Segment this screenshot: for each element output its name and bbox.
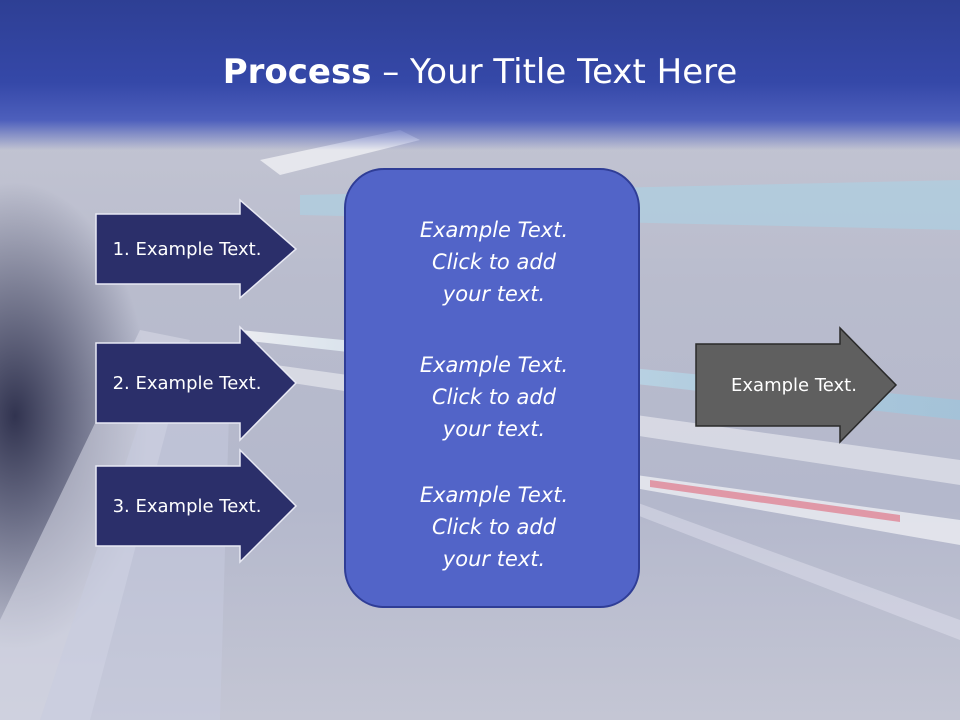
- step-arrow-2: 2. Example Text.: [94, 325, 300, 442]
- arrow-shape-icon: [95, 198, 298, 300]
- arrow-shape-icon: [695, 326, 898, 444]
- block-line: Example Text.: [419, 483, 569, 507]
- step-label: 2. Example Text.: [112, 373, 262, 394]
- block-line: your text.: [442, 547, 546, 571]
- title-rest: – Your Title Text Here: [371, 52, 738, 92]
- center-block-2: Example Text. Click to add your text.: [346, 349, 642, 445]
- title-bold: Process: [222, 52, 372, 92]
- step-label: 1. Example Text.: [112, 238, 262, 260]
- block-line: Example Text.: [419, 218, 569, 242]
- step-label: 3. Example Text.: [112, 495, 262, 517]
- output-label: Example Text.: [731, 374, 857, 396]
- center-block-3: Example Text. Click to add your text.: [346, 479, 642, 575]
- output-arrow: Example Text.: [694, 326, 900, 444]
- arrow-shape-icon: [95, 325, 298, 442]
- center-block-1: Example Text. Click to add your text.: [346, 214, 642, 310]
- block-line: Click to add: [431, 515, 556, 539]
- block-line: your text.: [442, 417, 546, 441]
- block-line: your text.: [442, 282, 546, 306]
- center-text-box[interactable]: Example Text. Click to add your text. Ex…: [344, 168, 640, 608]
- block-line: Example Text.: [419, 353, 569, 377]
- slide-title: Process – Your Title Text Here: [0, 52, 960, 92]
- title-band: [0, 0, 960, 150]
- step-arrow-1: 1. Example Text.: [94, 198, 300, 300]
- block-line: Click to add: [431, 250, 556, 274]
- arrow-shape-icon: [95, 448, 298, 564]
- block-line: Click to add: [431, 385, 556, 409]
- step-arrow-3: 3. Example Text.: [94, 448, 300, 564]
